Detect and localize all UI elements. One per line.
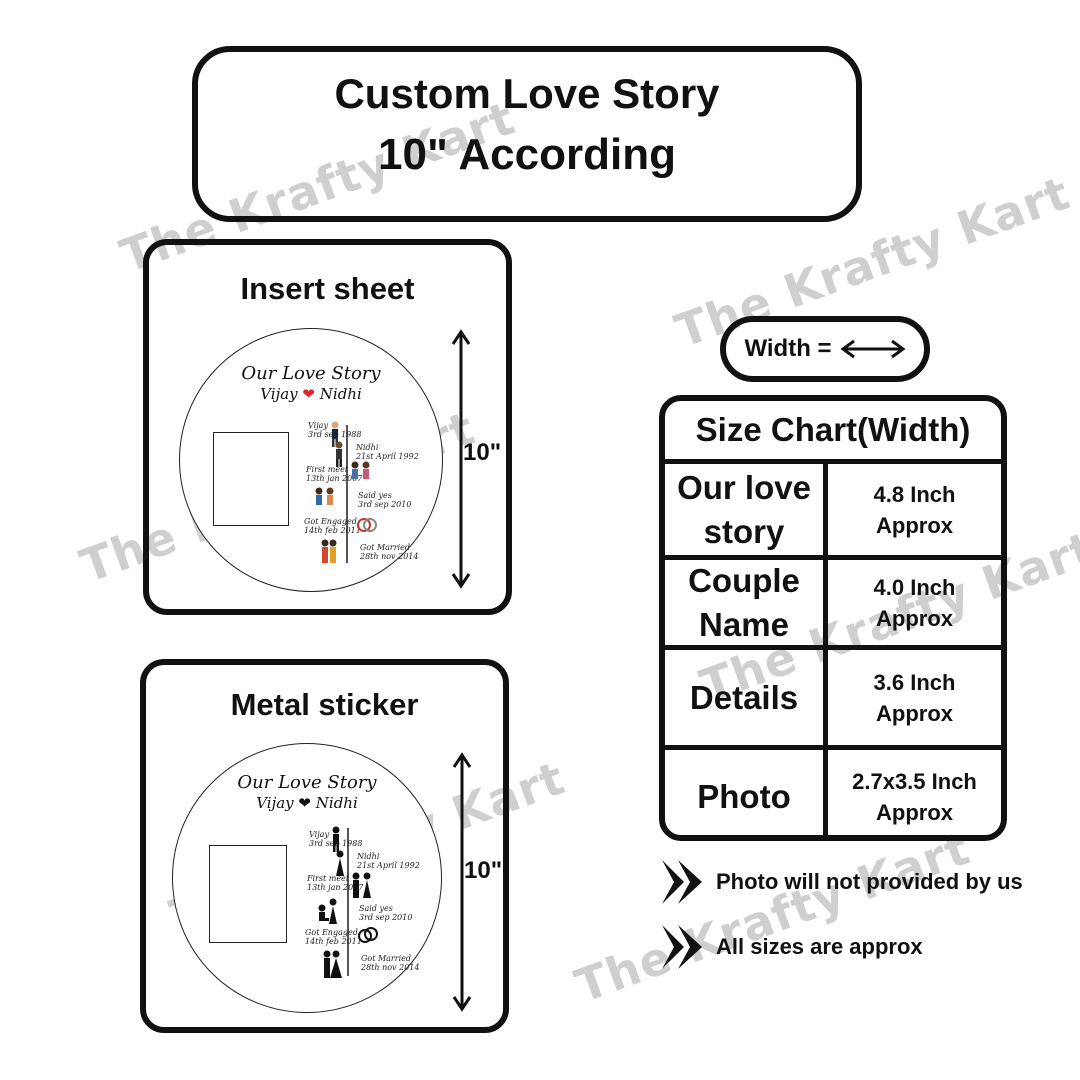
card-names: Vijay ❤ Nidhi [180, 385, 442, 403]
width-legend: Width = [720, 316, 930, 382]
wedding-silhouette [321, 950, 343, 978]
size-chart-value: 4.0 Inch Approx [873, 574, 956, 631]
card-heading: Our Love Story [241, 363, 381, 384]
note-text: Photo will not provided by us [716, 869, 1023, 894]
card-names-text: Vijay ❤ Nidhi [260, 385, 362, 403]
chevron-right-icon [662, 860, 702, 904]
person-figure [334, 441, 344, 467]
size-chart-row: Our love story 4.8 Inch Approx [665, 464, 1001, 560]
metal-sticker-panel: Metal sticker Our Love Story Vijay ❤ Nid… [140, 659, 509, 1033]
size-chart-value: 2.7x3.5 Inch Approx [852, 768, 977, 825]
couple-silhouette [351, 872, 373, 898]
person-silhouette [331, 826, 341, 852]
heart-icon: ❤ [298, 794, 311, 812]
photo-placeholder [209, 845, 287, 943]
size-chart-item: Our love story [665, 464, 828, 555]
note-text: All sizes are approx [716, 934, 923, 959]
insert-sheet-title: Insert sheet [240, 271, 415, 306]
size-chart: Size Chart(Width) Our love story 4.8 Inc… [659, 395, 1007, 841]
page-title: Custom Love Story [334, 70, 720, 117]
size-chart-item: Photo [665, 750, 828, 835]
size-chart-value: 4.8 Inch Approx [873, 481, 956, 538]
rings-icon [357, 924, 379, 950]
insert-sheet-panel: Insert sheet Our Love Story Vijay ❤ Nidh… [143, 239, 512, 615]
person-silhouette [335, 850, 345, 876]
size-chart-title: Size Chart(Width) [665, 401, 1001, 464]
couple-figure [314, 487, 336, 513]
insert-size-label: 10" [463, 439, 502, 466]
size-chart-row: Couple Name 4.0 Inch Approx [665, 560, 1001, 650]
watermark: The Krafty Kart [568, 820, 977, 1014]
title-box: Custom Love Story 10" According [192, 46, 862, 222]
timeline-line [346, 425, 348, 563]
timeline-line [347, 828, 349, 976]
size-chart-value: 3.6 Inch Approx [873, 669, 956, 726]
height-arrow-icon [452, 752, 472, 1012]
photo-placeholder [213, 432, 289, 526]
couple-figure [350, 461, 372, 487]
height-arrow-icon [451, 329, 471, 589]
size-chart-row: Details 3.6 Inch Approx [665, 650, 1001, 750]
sticker-size-label: 10" [464, 857, 503, 884]
double-arrow-horizontal-icon [839, 339, 906, 359]
heart-icon: ❤ [302, 385, 315, 403]
size-chart-item: Couple Name [665, 560, 828, 645]
proposal-silhouette [317, 898, 339, 924]
page-subtitle: 10" According [378, 130, 676, 179]
chevron-right-icon [662, 925, 702, 969]
card-heading: Our Love Story [237, 772, 377, 793]
couple-figure [320, 539, 338, 565]
metal-sticker-title: Metal sticker [230, 687, 419, 722]
card-names-text: Vijay ❤ Nidhi [256, 794, 358, 812]
card-names: Vijay ❤ Nidhi [173, 794, 441, 812]
size-chart-row: Photo 2.7x3.5 Inch Approx [665, 750, 1001, 835]
note-item: All sizes are approx [662, 925, 923, 969]
width-legend-label: Width = [744, 335, 832, 362]
size-chart-item: Details [665, 650, 828, 745]
ring-figure [356, 513, 378, 539]
note-item: Photo will not provided by us [662, 860, 1023, 904]
